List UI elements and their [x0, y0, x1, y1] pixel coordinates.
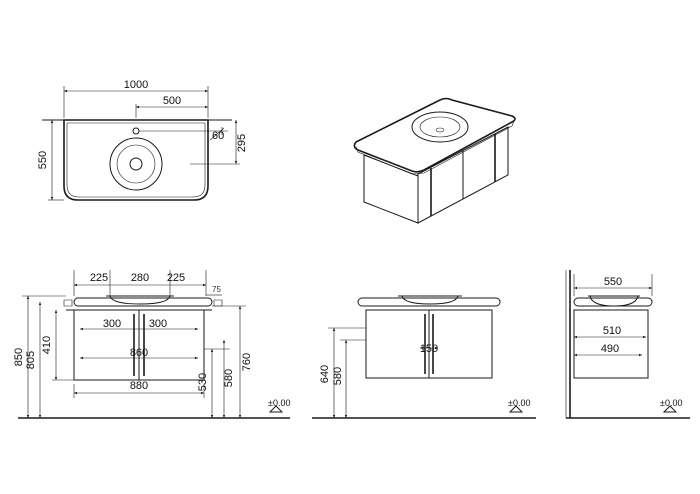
dim-front-height-530: 530: [197, 373, 209, 391]
dim-top-tap-offset: 295: [236, 134, 248, 152]
iso-basin: [411, 111, 469, 143]
dim-back-height-640: 640: [319, 365, 331, 383]
dim-side-inner-depth: 510: [603, 325, 621, 337]
front-view: 225 280 225 75 300 300 860 880 850 805 4…: [13, 270, 290, 419]
dim-front-drawer-right: 300: [149, 318, 167, 330]
dim-back-height-580: 580: [332, 367, 344, 385]
dim-top-tap-diameter: 60: [212, 130, 224, 142]
dim-front-body-width: 880: [130, 380, 148, 392]
dim-top-depth: 550: [37, 151, 49, 169]
dim-front-basin-left: 225: [90, 272, 108, 284]
dim-top-half: 500: [163, 95, 181, 107]
iso-countertop: [353, 97, 516, 173]
isometric-view: [353, 97, 516, 224]
dim-front-drawer-left: 300: [103, 318, 121, 330]
dim-front-small: 75: [212, 285, 221, 294]
top-countertop-outline: [63, 119, 209, 201]
dim-side-depth: 550: [604, 276, 622, 288]
front-basin: [109, 295, 171, 305]
dim-front-cabinet-height: 410: [41, 336, 53, 354]
top-view: 1000 500 550 295 60: [37, 79, 248, 201]
side-floor-label: ±0.00: [660, 398, 682, 408]
top-basin-outer: [109, 137, 163, 191]
dim-front-height-805: 805: [25, 351, 37, 369]
back-basin: [401, 295, 459, 305]
dim-top-width: 1000: [124, 79, 148, 91]
dim-front-height-580: 580: [223, 369, 235, 387]
dim-front-height-760: 760: [241, 353, 253, 371]
front-floor-label: ±0.00: [268, 398, 290, 408]
dim-front-basin-mid: 280: [131, 272, 149, 284]
side-basin: [589, 295, 639, 307]
back-view: 150 640 580 ±0.00: [312, 295, 536, 419]
top-tap-hole: [132, 127, 140, 135]
side-view: 550 510 490 ±0.00: [565, 270, 690, 419]
back-floor-label: ±0.00: [508, 398, 530, 408]
dim-front-basin-right: 225: [167, 272, 185, 284]
top-drain: [129, 157, 143, 171]
dim-back-center: 150: [420, 343, 438, 355]
dim-front-inner-width: 860: [130, 347, 148, 359]
dim-side-drawer-depth: 490: [601, 343, 619, 355]
dim-front-height-total: 850: [13, 348, 25, 366]
